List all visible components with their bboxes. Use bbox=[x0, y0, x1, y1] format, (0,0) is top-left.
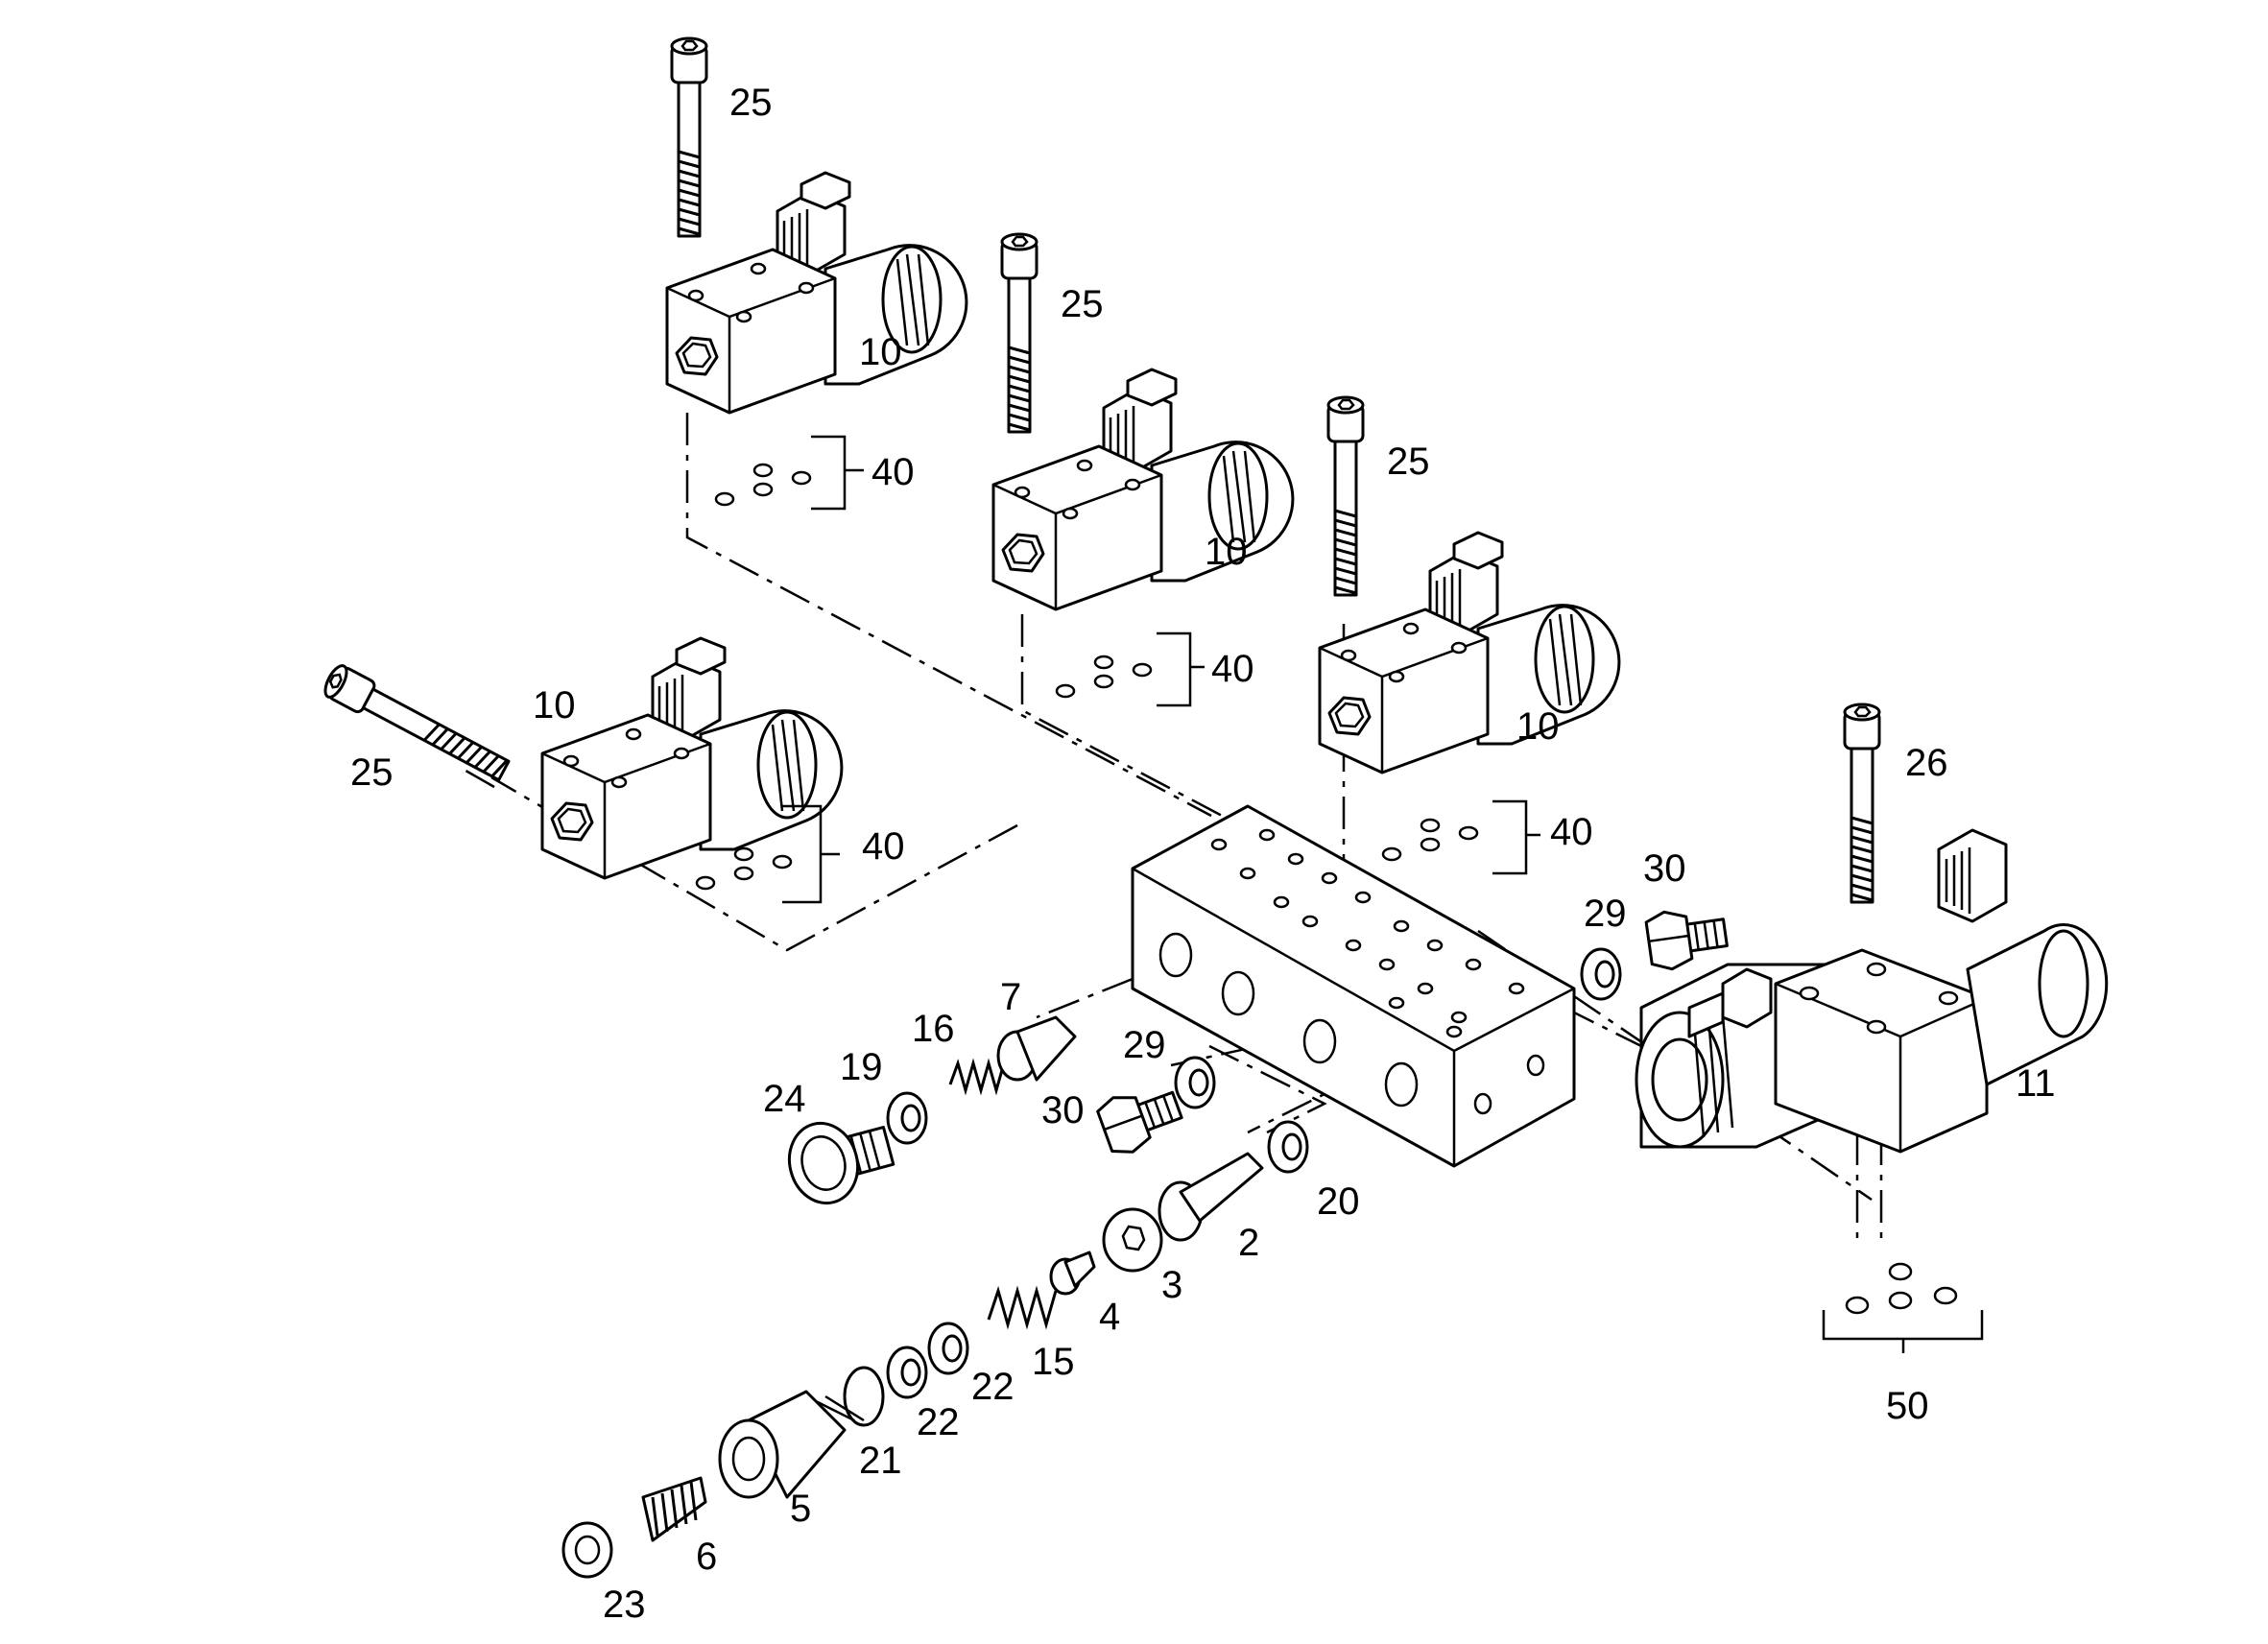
label-10: 10 bbox=[1205, 531, 1248, 573]
label-25: 25 bbox=[729, 82, 773, 124]
label-10: 10 bbox=[533, 684, 576, 727]
label-2: 2 bbox=[1238, 1222, 1259, 1264]
valve-left bbox=[540, 636, 844, 880]
cartridge-5 bbox=[718, 1390, 865, 1499]
label-40: 40 bbox=[871, 451, 915, 493]
orings-40-c bbox=[1381, 818, 1479, 862]
washer-29-left bbox=[1174, 1056, 1216, 1109]
label-3: 3 bbox=[1161, 1264, 1182, 1306]
pin-2 bbox=[1158, 1152, 1264, 1242]
label-50: 50 bbox=[1886, 1385, 1929, 1427]
label-40: 40 bbox=[1550, 811, 1593, 853]
label-15: 15 bbox=[1032, 1341, 1075, 1383]
washer-22-a bbox=[927, 1322, 969, 1375]
manifold-block bbox=[1131, 804, 1576, 1168]
nut-23 bbox=[561, 1521, 613, 1579]
valve-11 bbox=[1635, 828, 2109, 1154]
valve-top-left bbox=[665, 171, 968, 415]
label-23: 23 bbox=[603, 1584, 646, 1626]
piston-7 bbox=[996, 1015, 1077, 1082]
screw-6 bbox=[641, 1476, 707, 1542]
label-11: 11 bbox=[2016, 1062, 2056, 1105]
nut-3 bbox=[1102, 1207, 1163, 1273]
washer-22-b bbox=[886, 1346, 928, 1399]
label-7: 7 bbox=[1000, 976, 1021, 1018]
orings-50 bbox=[1845, 1262, 1958, 1315]
washer-29-right bbox=[1580, 947, 1622, 1001]
callout-labels: 25 10 40 25 10 40 25 10 40 10 25 40 26 1… bbox=[350, 82, 2056, 1626]
label-22: 22 bbox=[917, 1401, 960, 1443]
label-19: 19 bbox=[840, 1046, 883, 1088]
spring-15 bbox=[987, 1285, 1058, 1330]
oring-21 bbox=[843, 1366, 885, 1427]
plug-24 bbox=[787, 1121, 895, 1205]
label-30: 30 bbox=[1041, 1089, 1085, 1132]
label-16: 16 bbox=[912, 1008, 955, 1050]
label-40: 40 bbox=[862, 825, 905, 868]
label-25: 25 bbox=[350, 751, 394, 794]
label-6: 6 bbox=[696, 1536, 717, 1578]
label-26: 26 bbox=[1905, 742, 1948, 784]
plug-30-left bbox=[1093, 1076, 1189, 1160]
label-29: 29 bbox=[1584, 893, 1627, 935]
label-22: 22 bbox=[971, 1366, 1015, 1408]
spring-16 bbox=[948, 1058, 1006, 1096]
orings-40-a bbox=[714, 463, 812, 507]
orings-40-b bbox=[1055, 655, 1153, 699]
label-4: 4 bbox=[1099, 1296, 1120, 1338]
label-25: 25 bbox=[1387, 441, 1430, 483]
label-5: 5 bbox=[790, 1488, 811, 1530]
label-20: 20 bbox=[1317, 1180, 1360, 1223]
washer-19 bbox=[886, 1091, 928, 1145]
label-29: 29 bbox=[1123, 1024, 1166, 1066]
label-40: 40 bbox=[1211, 648, 1254, 690]
washer-20 bbox=[1267, 1120, 1309, 1174]
screw-25-c bbox=[1326, 395, 1365, 597]
label-24: 24 bbox=[763, 1078, 806, 1120]
orings-40-d bbox=[695, 846, 793, 891]
label-21: 21 bbox=[859, 1440, 902, 1482]
label-30: 30 bbox=[1643, 847, 1686, 890]
valve-right bbox=[1318, 531, 1621, 774]
screw-25-a bbox=[670, 36, 708, 238]
label-25: 25 bbox=[1061, 283, 1104, 325]
valve-center bbox=[991, 368, 1295, 611]
brackets bbox=[782, 435, 1984, 1353]
poppet-4 bbox=[1049, 1251, 1096, 1296]
plug-30-right bbox=[1643, 902, 1731, 973]
screw-25-b bbox=[1000, 232, 1039, 434]
label-10: 10 bbox=[1516, 705, 1560, 748]
label-10: 10 bbox=[859, 331, 902, 373]
screw-26 bbox=[1843, 703, 1881, 904]
